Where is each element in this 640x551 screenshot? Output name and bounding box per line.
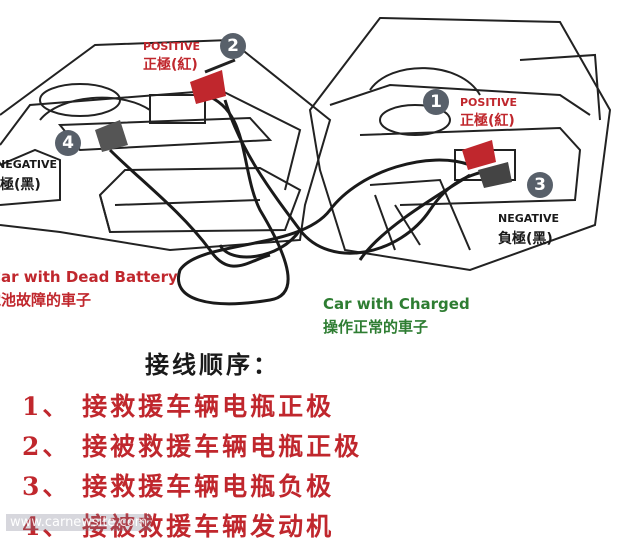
dead-car-engine-bay	[0, 38, 332, 252]
step-1-badge: 1	[423, 89, 449, 115]
dead-car-caption-zh: 電池故障的車子	[0, 291, 92, 309]
dead-car-caption-en: Car with Dead Battery	[0, 268, 178, 286]
good-positive-label-en: POSITIVE	[460, 96, 518, 109]
good-negative-label-en: NEGATIVE	[498, 212, 560, 225]
step-1-text: 1、 接救援车辆电瓶正极	[22, 392, 335, 421]
dead-positive-label-en: POSITIVE	[143, 40, 201, 53]
watermark: www.carnewsite.com	[6, 514, 152, 531]
good-negative-label-zh: 負極(黑)	[498, 231, 553, 247]
step-2-text: 2、 接被救援车辆电瓶正极	[22, 432, 363, 461]
clamps	[95, 58, 512, 188]
good-car-engine-bay	[308, 16, 612, 272]
dead-negative-label-zh: 負極(黑)	[0, 177, 41, 193]
step-2-badge: 2	[220, 33, 246, 59]
dead-positive-label-zh: 正極(紅)	[143, 57, 198, 73]
step-4-badge: 4	[55, 130, 81, 156]
step-3-badge: 3	[527, 172, 553, 198]
step-4-text: 4、 接被救援车辆发动机	[22, 512, 335, 541]
step-3-text: 3、 接救援车辆电瓶负极	[22, 472, 335, 501]
jumper-cables	[108, 93, 491, 306]
good-positive-label-zh: 正極(紅)	[460, 113, 515, 129]
cable-loop	[218, 229, 302, 259]
good-car-caption-zh: 操作正常的車子	[323, 318, 429, 336]
instructions-title: 接线顺序：	[145, 350, 280, 379]
dead-negative-label-en: NEGATIVE	[0, 158, 58, 171]
good-car-caption-en: Car with Charged	[323, 295, 470, 313]
